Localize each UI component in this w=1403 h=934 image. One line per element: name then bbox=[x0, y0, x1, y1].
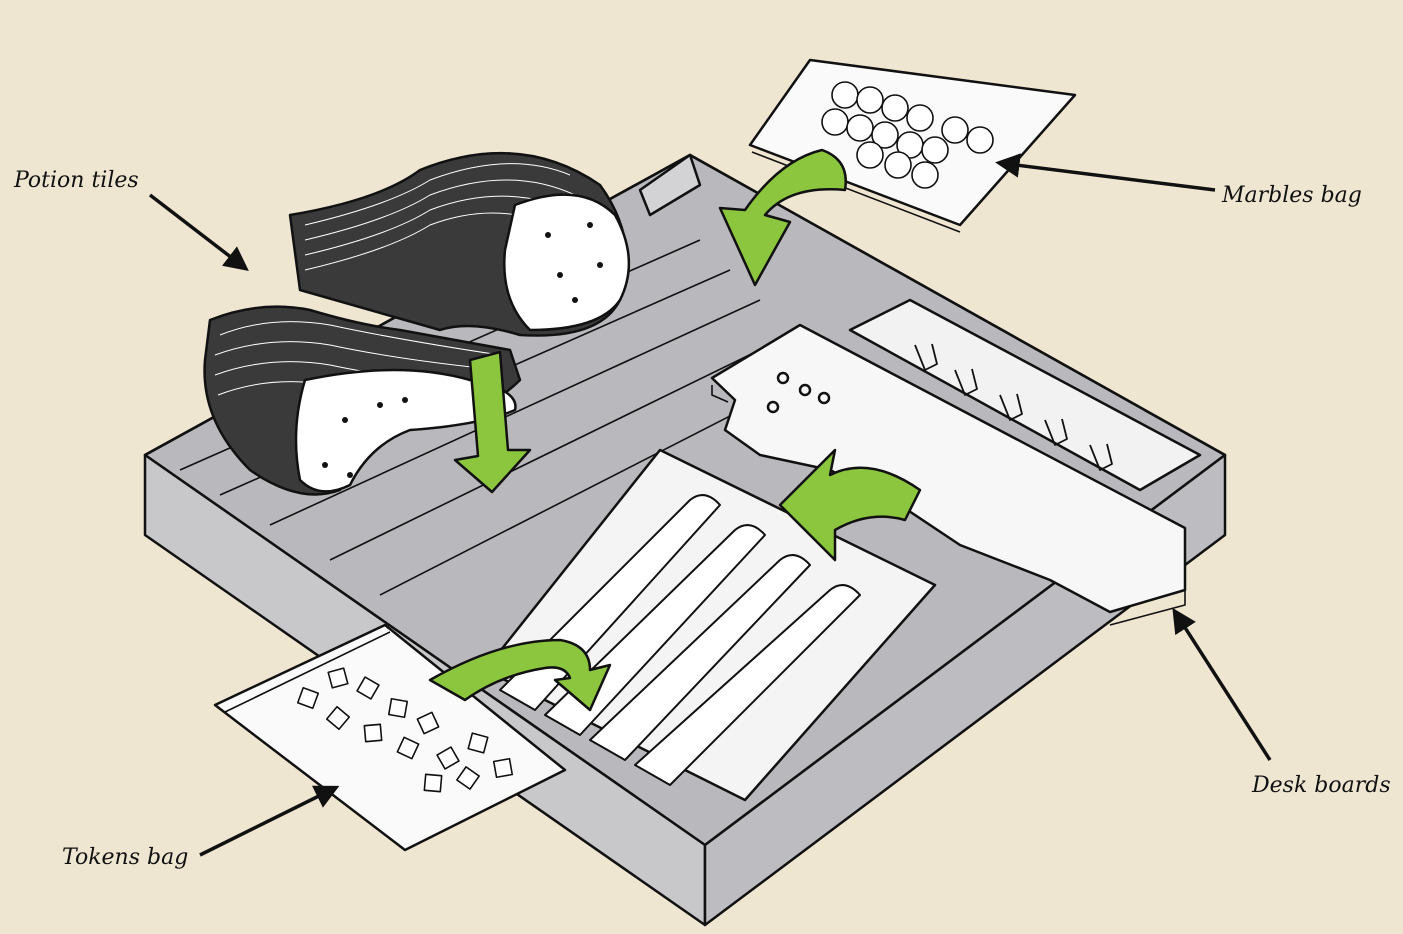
pointer-marbles-bag bbox=[1000, 163, 1215, 190]
pointer-potion-tiles bbox=[150, 195, 245, 268]
desk-boards-label: Desk boards bbox=[1252, 773, 1391, 798]
pointer-desk-boards bbox=[1175, 612, 1270, 760]
marbles-bag-label: Marbles bag bbox=[1222, 183, 1362, 208]
potion-tiles-label: Potion tiles bbox=[14, 168, 139, 193]
tokens-bag-label: Tokens bag bbox=[62, 845, 188, 870]
pointer-tokens-bag bbox=[200, 788, 335, 855]
marbles-bag-icon bbox=[750, 60, 1075, 232]
